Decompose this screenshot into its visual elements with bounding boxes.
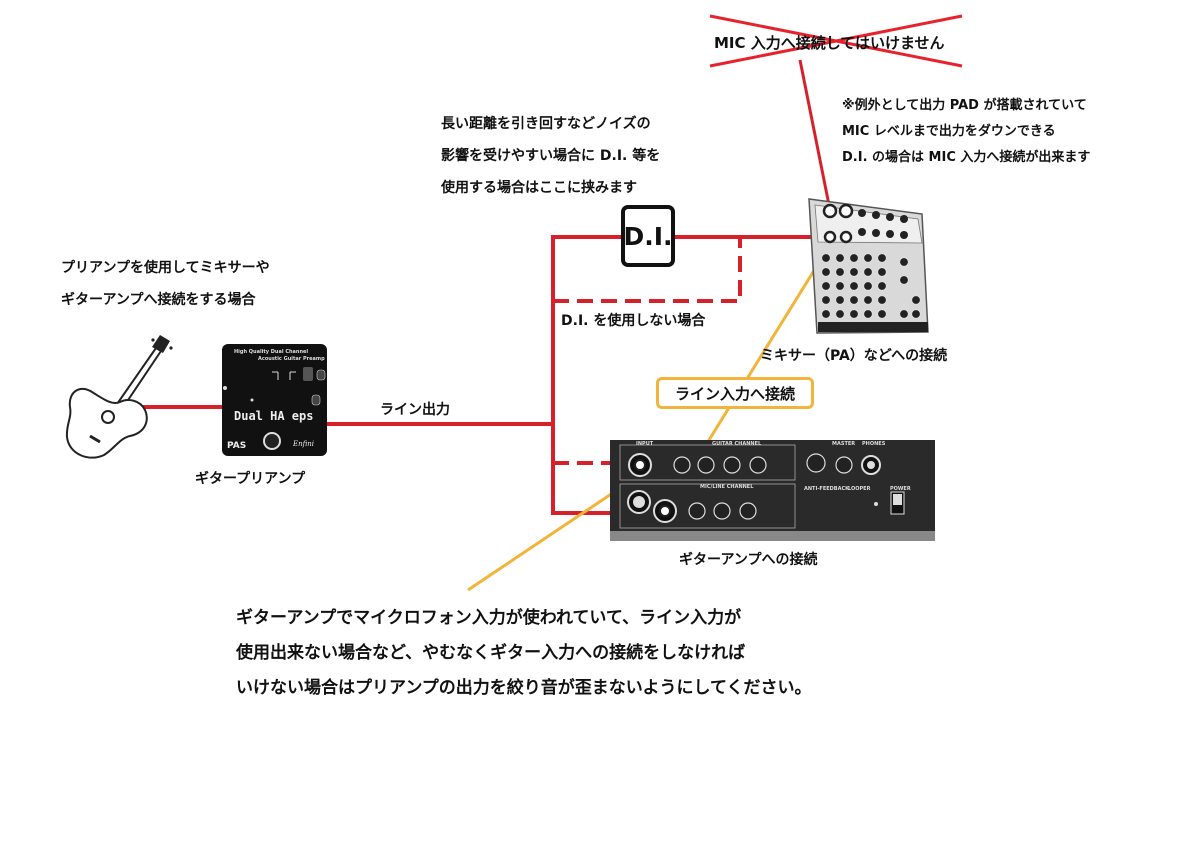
mixer-knob-icon [898,256,910,268]
mixer-knob-icon [876,308,888,320]
amp-knob-icon [749,456,767,474]
preamp-note: プリアンプを使用してミキサーや ギターアンプへ接続をする場合 [61,252,270,316]
mixer-device [808,198,929,334]
amp-looper-label: LOOPER [848,486,871,492]
amp-mic-line-channel-label: MIC/LINE CHANNEL [700,484,754,490]
mixer-knob-icon [910,294,922,306]
di-bypass-dashed-wire [553,237,742,303]
mixer-knob-icon [848,266,860,278]
di-box-label: D.I. [623,221,673,251]
mixer-knob-icon [848,308,860,320]
amp-knob-icon [673,456,691,474]
noise-note-line-3: 使用する場合はここに挟みます [441,180,637,196]
mixer-knob-icon [848,294,860,306]
amp-knob-icon [697,456,715,474]
mixer-knob-icon [820,252,832,264]
bottom-note-line-2: 使用出来ない場合など、やむなくギター入力への接続をしなければ [236,643,746,663]
mixer-knob-icon [862,294,874,306]
mixer-knob-icon [820,280,832,292]
bottom-note: ギターアンプでマイクロフォン入力が使われていて、ライン入力が 使用出来ない場合な… [236,601,811,706]
line-output-label: ライン出力 [380,402,450,418]
mixer-note-line-2: MIC レベルまで出力をダウンできる [842,124,1056,139]
preamp-sign: Enfini [292,440,314,448]
bottom-note-line-3: いけない場合はプリアンプの出力を絞り音が歪まないようにしてください。 [236,678,812,698]
mixer-knob-icon [898,308,910,320]
noise-note-line-2: 影響を受けやすい場合に D.I. 等を [441,148,661,164]
mixer-knob-icon [876,280,888,292]
amp-input-label: INPUT [636,441,654,447]
mixer-knob-icon [834,294,846,306]
mixer-knob-icon [834,308,846,320]
mixer-knob-icon [876,266,888,278]
mixer-knob-icon [834,252,846,264]
amp-anti-feedback-label: ANTI-FEEDBACK [804,486,850,492]
mixer-knob-icon [820,266,832,278]
mixer-knob-icon [910,308,922,320]
mixer-knob-icon [834,280,846,292]
mixer-note-line-1: ※例外として出力 PAD が搭載されていて [842,98,1087,113]
line-input-callout: ライン入力へ接続 [656,377,814,409]
di-bypass-label: D.I. を使用しない場合 [561,313,706,329]
mixer-knob-icon [820,294,832,306]
acoustic-guitar-icon [65,335,173,459]
mixer-knob-icon [848,280,860,292]
guitar-preamp-device: High Quality Dual Channel Acoustic Guita… [222,344,327,456]
line-input-label: ライン入力へ接続 [674,384,795,403]
mic-warning-text: MIC 入力へ接続してはいけません [714,34,945,52]
mic-warning-pointer-line [798,59,832,211]
warning-cross-line-2 [709,14,963,68]
mixer-knob-icon [898,274,910,286]
mixer-exception-note: ※例外として出力 PAD が搭載されていて MIC レベルまで出力をダウンできる… [842,93,1090,171]
preamp-note-line-1: プリアンプを使用してミキサーや [61,260,270,276]
mixer-label: ミキサー（PA）などへの接続 [760,348,948,364]
mixer-knob-icon [876,294,888,306]
guitar-amp-label: ギターアンプへの接続 [679,552,818,568]
amp-master-knob-icon [806,453,826,473]
amp-knob-icon [713,502,731,520]
amp-knob-icon [723,456,741,474]
preamp-name: Dual HA eps [234,409,313,423]
preamp-top-line2: Acoustic Guitar Preamp [258,356,325,362]
amp-master-label: MASTER [832,441,855,447]
preamp-top-line1: High Quality Dual Channel [234,349,308,355]
amp-phones-label: PHONES [862,441,886,447]
di-box: D.I. [621,205,675,267]
amp-knob-icon [739,502,757,520]
preamp-brand: PAS [227,441,246,451]
amp-knob-icon [688,502,706,520]
preamp-note-line-2: ギターアンプへ接続をする場合 [61,292,256,308]
noise-note: 長い距離を引き回すなどノイズの 影響を受けやすい場合に D.I. 等を 使用する… [441,108,660,204]
amp-knob-icon [835,456,853,474]
amp-guitar-channel-label: GUITAR CHANNEL [712,441,762,447]
guitar-preamp-label: ギタープリアンプ [195,471,306,487]
amp-power-label: POWER [890,486,911,492]
mixer-knob-icon [820,308,832,320]
mixer-knob-icon [862,280,874,292]
mixer-note-line-3: D.I. の場合は MIC 入力へ接続が出来ます [842,150,1091,165]
noise-note-line-1: 長い距離を引き回すなどノイズの [441,116,651,132]
mixer-knob-icon [848,252,860,264]
mixer-knob-icon [862,266,874,278]
mixer-knob-icon [834,266,846,278]
mixer-knob-icon [862,252,874,264]
mixer-knob-icon [876,252,888,264]
guitar-amp-device: INPUT GUITAR CHANNEL MIC/LINE CHANNEL MA… [610,440,935,541]
mixer-knob-icon [862,308,874,320]
bottom-note-line-1: ギターアンプでマイクロフォン入力が使われていて、ライン入力が [236,608,742,628]
